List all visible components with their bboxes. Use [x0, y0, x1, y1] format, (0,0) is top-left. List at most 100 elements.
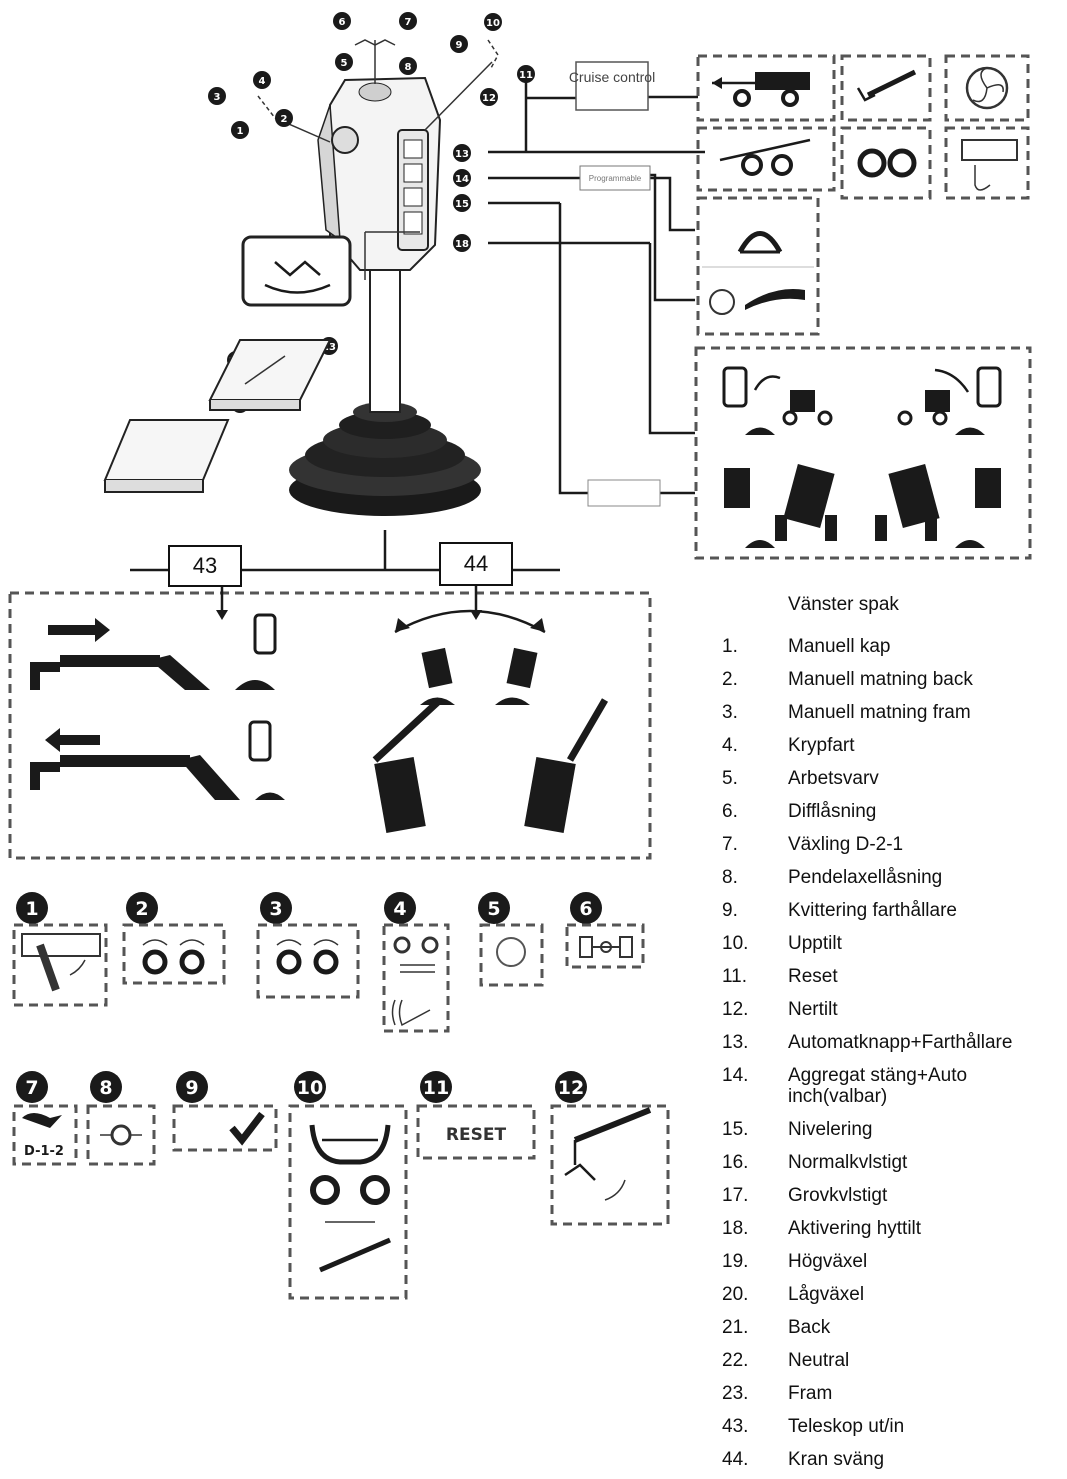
- rotate-selector-icon: [243, 237, 350, 305]
- joystick-label-boxes: Cruise control Programmable: [569, 62, 660, 506]
- leveling-right-icon: [875, 464, 1001, 548]
- legend-item: 19.Högväxel: [722, 1245, 1067, 1278]
- legend-item-number: 44.: [722, 1443, 788, 1476]
- telescope-out-icon: [30, 615, 275, 690]
- icon-badge-number: 7: [25, 1077, 38, 1099]
- joystick-badge-number: 2: [281, 114, 288, 125]
- telescope-in-icon: [30, 722, 285, 800]
- legend-item-label: Lågväxel: [788, 1278, 1067, 1311]
- legend-item: 18.Aktivering hyttilt: [722, 1212, 1067, 1245]
- legend-item-number: 3.: [722, 696, 788, 729]
- joystick-badge-number: 6: [339, 17, 346, 28]
- diff-lock-icon: [580, 937, 632, 957]
- cab-tilt-left-icon: [724, 368, 831, 435]
- legend-item-label: Manuell matning fram: [788, 696, 1067, 729]
- legend-item-number: 13.: [722, 1026, 788, 1059]
- legend-item-label: Difflåsning: [788, 795, 1067, 828]
- legend-item: 1.Manuell kap: [722, 630, 1067, 663]
- legend-item-label: Aktivering hyttilt: [788, 1212, 1067, 1245]
- legend-item: 20.Lågväxel: [722, 1278, 1067, 1311]
- work-rpm-icon: [497, 938, 525, 966]
- legend-item-label: Back: [788, 1311, 1067, 1344]
- icon-badge-number: 8: [99, 1077, 112, 1099]
- joystick-badge-number: 11: [519, 70, 533, 81]
- icon-badge-number: 5: [487, 898, 500, 920]
- legend-item-label: Upptilt: [788, 927, 1067, 960]
- icon-grid-boxes: D-1-2 RESET: [14, 925, 668, 1298]
- joystick-badge-number: 9: [456, 40, 463, 51]
- legend-item: 5.Arbetsvarv: [722, 762, 1067, 795]
- legend-item-label: Högväxel: [788, 1245, 1067, 1278]
- legend-item-number: 15.: [722, 1113, 788, 1146]
- legend-item-label: Pendelaxellåsning: [788, 861, 1067, 894]
- legend-item: 43.Teleskop ut/in: [722, 1410, 1067, 1443]
- legend-item-number: 14.: [722, 1065, 788, 1107]
- legend-item-label: Fram: [788, 1377, 1067, 1410]
- legend-item-label: Automatknapp+Farthållare: [788, 1026, 1067, 1059]
- legend-item-number: 22.: [722, 1344, 788, 1377]
- legend-item-label: Teleskop ut/in: [788, 1410, 1067, 1443]
- legend-item-label: Aggregat stäng+Auto inch(valbar): [788, 1065, 1067, 1107]
- creep-speed-icon: [393, 938, 438, 1025]
- legend-item-number: 43.: [722, 1410, 788, 1443]
- joystick-badge-number: 1: [237, 126, 244, 137]
- legend-item-label: Normalkvlstigt: [788, 1146, 1067, 1179]
- legend-title: Vänster spak: [788, 594, 899, 616]
- legend-item: 4.Krypfart: [722, 729, 1067, 762]
- legend-item-label: Kran sväng: [788, 1443, 1067, 1476]
- legend-item: 7.Växling D-2-1: [722, 828, 1067, 861]
- axle-lock-icon: [100, 1126, 142, 1144]
- icon-badge-number: 1: [25, 898, 38, 920]
- joystick-badge-number: 18: [455, 239, 469, 250]
- legend-item-number: 5.: [722, 762, 788, 795]
- legend-item: 12.Nertilt: [722, 993, 1067, 1026]
- joystick-badge-number: 14: [455, 174, 469, 185]
- legend-item-label: Neutral: [788, 1344, 1067, 1377]
- legend-item-number: 10.: [722, 927, 788, 960]
- crane-grip-icon: [858, 72, 915, 100]
- legend-item-label: Nivelering: [788, 1113, 1067, 1146]
- harvester-head-icon: [720, 140, 810, 174]
- d12-label: D-1-2: [24, 1144, 64, 1159]
- legend-item-number: 11.: [722, 960, 788, 993]
- legend-item-number: 16.: [722, 1146, 788, 1179]
- legend-item: 3.Manuell matning fram: [722, 696, 1067, 729]
- joystick-badge-number: 12: [482, 93, 496, 104]
- legend-item-number: 21.: [722, 1311, 788, 1344]
- leveling-left-icon: [724, 464, 837, 548]
- joystick-illustration: [289, 78, 481, 570]
- check-icon: [232, 1114, 262, 1140]
- legend-item-label: Krypfart: [788, 729, 1067, 762]
- legend-item: 2.Manuell matning back: [722, 663, 1067, 696]
- gear-shift-icon: D-1-2: [22, 1113, 64, 1159]
- legend-item: 6.Difflåsning: [722, 795, 1067, 828]
- fan-slow-icon: [710, 289, 805, 314]
- legend-item-label: Manuell matning back: [788, 663, 1067, 696]
- legend-item: 13.Automatknapp+Farthållare: [722, 1026, 1067, 1059]
- legend-item-number: 6.: [722, 795, 788, 828]
- tilt-down-icon: [565, 1110, 650, 1200]
- legend-item: 8.Pendelaxellåsning: [722, 861, 1067, 894]
- callout-44: 44: [439, 542, 513, 586]
- manual-cut-icon: [22, 934, 100, 990]
- legend-item-number: 1.: [722, 630, 788, 663]
- legend-item: 16.Normalkvlstigt: [722, 1146, 1067, 1179]
- legend-item: 21.Back: [722, 1311, 1067, 1344]
- joystick-badge-number: 13: [455, 149, 469, 160]
- legend-item-number: 18.: [722, 1212, 788, 1245]
- legend-item-number: 9.: [722, 894, 788, 927]
- icon-badge-number: 11: [423, 1077, 449, 1099]
- legend-item-label: Grovkvlstigt: [788, 1179, 1067, 1212]
- legend-list: 1.Manuell kap2.Manuell matning back3.Man…: [722, 630, 1067, 1476]
- legend-item: 44.Kran sväng: [722, 1443, 1067, 1476]
- tilt-up-icon: [740, 234, 780, 253]
- legend-item: 15.Nivelering: [722, 1113, 1067, 1146]
- legend-item-label: Växling D-2-1: [788, 828, 1067, 861]
- joystick-badge-number: 7: [405, 17, 412, 28]
- legend-item: 17.Grovkvlstigt: [722, 1179, 1067, 1212]
- legend-item-number: 2.: [722, 663, 788, 696]
- saw-cut-icon: [962, 140, 1017, 190]
- crane-slew-icon: [374, 611, 605, 833]
- reset-label: RESET: [446, 1125, 507, 1145]
- feed-rollers-icon: [860, 151, 914, 175]
